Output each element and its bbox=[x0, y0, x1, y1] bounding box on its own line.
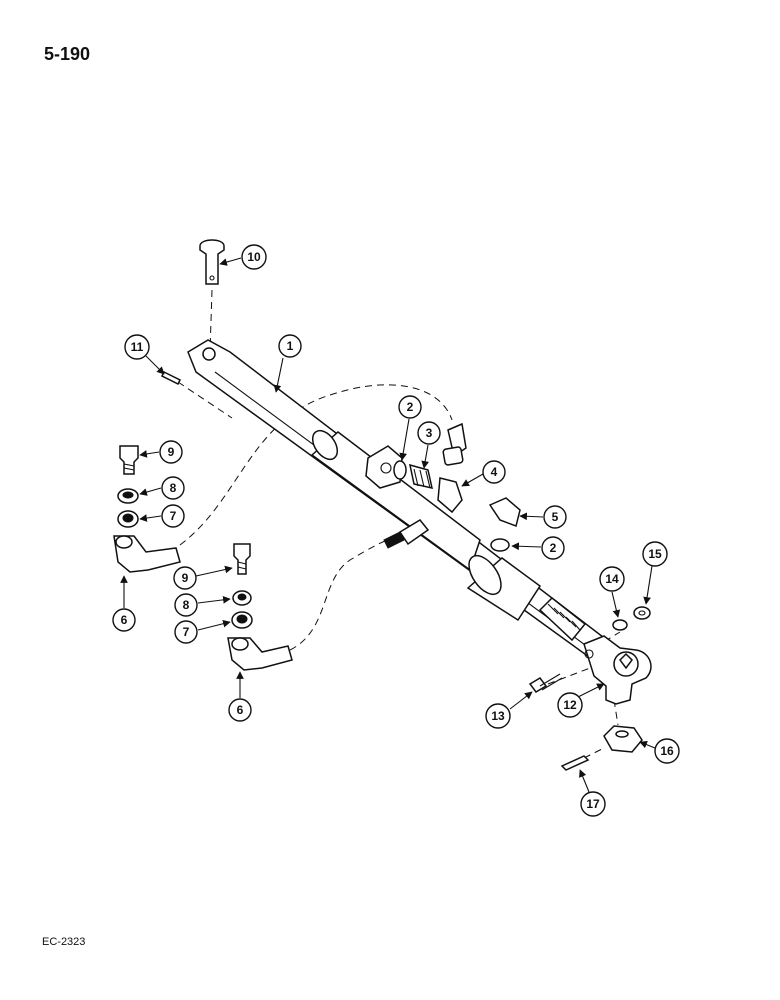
callout-15: 15 bbox=[642, 541, 668, 567]
callout-8-lower: 8 bbox=[174, 593, 198, 617]
fitting-parts bbox=[383, 422, 521, 552]
svg-text:11: 11 bbox=[131, 340, 144, 354]
page-number: 5-190 bbox=[44, 44, 91, 64]
o-ring-upper bbox=[393, 460, 407, 480]
elbow-fitting bbox=[437, 477, 463, 514]
svg-text:2: 2 bbox=[407, 400, 414, 414]
callout-12: 12 bbox=[557, 692, 583, 718]
upper-hose-end-stack bbox=[113, 445, 181, 573]
callout-14: 14 bbox=[599, 566, 625, 592]
callout-10: 10 bbox=[241, 244, 267, 270]
callout-7-upper: 7 bbox=[161, 504, 185, 528]
callout-7-lower: 7 bbox=[174, 620, 198, 644]
callout-16: 16 bbox=[654, 738, 680, 764]
svg-text:9: 9 bbox=[182, 571, 189, 585]
steering-cylinder bbox=[187, 339, 622, 666]
lower-hose-end-stack bbox=[227, 543, 293, 671]
callout-5: 5 bbox=[543, 505, 567, 529]
svg-text:17: 17 bbox=[586, 797, 600, 811]
svg-text:6: 6 bbox=[237, 703, 244, 717]
svg-text:1: 1 bbox=[287, 339, 294, 353]
callout-8-upper: 8 bbox=[161, 476, 185, 500]
figure-code: EC-2323 bbox=[42, 936, 86, 948]
callout-2-upper: 2 bbox=[398, 395, 422, 419]
leader-lines bbox=[120, 257, 656, 793]
svg-text:10: 10 bbox=[247, 250, 261, 264]
svg-text:12: 12 bbox=[563, 698, 577, 712]
callout-6-upper: 6 bbox=[112, 608, 136, 632]
callout-11: 11 bbox=[124, 334, 150, 360]
tie-rod-end-assembly bbox=[528, 606, 652, 771]
svg-text:8: 8 bbox=[183, 598, 190, 612]
svg-text:15: 15 bbox=[648, 547, 662, 561]
callout-17: 17 bbox=[580, 791, 606, 817]
svg-text:7: 7 bbox=[183, 625, 190, 639]
svg-text:8: 8 bbox=[170, 481, 177, 495]
svg-text:13: 13 bbox=[491, 709, 505, 723]
svg-text:2: 2 bbox=[550, 541, 557, 555]
callout-3: 3 bbox=[417, 421, 441, 445]
svg-text:4: 4 bbox=[491, 465, 498, 479]
o-ring-lower bbox=[490, 538, 510, 552]
callout-13: 13 bbox=[485, 703, 511, 729]
svg-text:16: 16 bbox=[660, 744, 674, 758]
svg-text:9: 9 bbox=[168, 445, 175, 459]
elbow-fitting-lower bbox=[488, 497, 521, 527]
svg-text:6: 6 bbox=[121, 613, 128, 627]
callout-2-lower: 2 bbox=[541, 536, 565, 560]
pin-and-cotter bbox=[160, 239, 225, 386]
svg-text:7: 7 bbox=[170, 509, 177, 523]
svg-text:3: 3 bbox=[426, 426, 433, 440]
callout-9-lower: 9 bbox=[173, 566, 197, 590]
callout-1: 1 bbox=[278, 334, 302, 358]
callout-6-lower: 6 bbox=[228, 698, 252, 722]
svg-text:5: 5 bbox=[552, 510, 559, 524]
callout-4: 4 bbox=[482, 460, 506, 484]
callout-9-upper: 9 bbox=[159, 440, 183, 464]
svg-text:14: 14 bbox=[605, 572, 619, 586]
